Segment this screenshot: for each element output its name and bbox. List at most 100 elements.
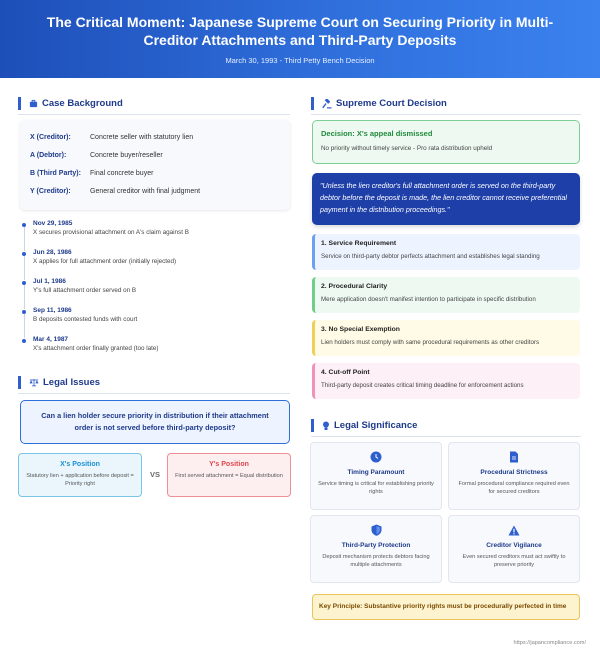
significance-card-title: Creditor Vigilance xyxy=(486,542,542,549)
decision-point: 2. Procedural Clarity Mere application d… xyxy=(312,277,580,313)
case-background-heading: Case Background xyxy=(18,97,123,110)
versus-label: VS xyxy=(149,470,160,479)
decision-heading: Supreme Court Decision xyxy=(311,97,447,110)
shield-icon xyxy=(371,524,381,536)
decision-point-text: Lien holders must comply with same proce… xyxy=(321,339,540,346)
timeline-line xyxy=(23,285,25,309)
timeline-dot xyxy=(22,223,26,227)
lightbulb-icon xyxy=(323,421,329,430)
court-quote: "Unless the lien creditor's full attachm… xyxy=(312,173,580,225)
section-accent-bar xyxy=(311,97,314,110)
scale-icon xyxy=(29,379,39,387)
decision-point-title: 4. Cut-off Point xyxy=(321,369,370,376)
significance-card-title: Timing Paramount xyxy=(347,469,405,476)
party-key: Y (Creditor): xyxy=(30,187,71,195)
significance-card: Third-Party Protection Deposit mechanism… xyxy=(310,515,442,583)
significance-title: Legal Significance xyxy=(334,420,418,431)
timeline-text: B deposits contested funds with court xyxy=(33,316,138,323)
decision-point: 3. No Special Exemption Lien holders mus… xyxy=(312,320,580,356)
timeline-dot xyxy=(22,310,26,314)
section-divider xyxy=(311,436,581,437)
timeline-line xyxy=(23,256,25,280)
significance-card-text: Service timing is critical for establish… xyxy=(318,481,434,495)
verdict-text: No priority without timely service - Pro… xyxy=(321,145,493,152)
legal-question: Can a lien holder secure priority in dis… xyxy=(20,400,290,444)
timeline-dot xyxy=(22,281,26,285)
verdict-card: Decision: X's appeal dismissed No priori… xyxy=(312,120,580,164)
decision-point-title: 3. No Special Exemption xyxy=(321,326,400,333)
party-key: B (Third Party): xyxy=(30,169,81,177)
decision-point-title: 2. Procedural Clarity xyxy=(321,283,388,290)
decision-point-title: 1. Service Requirement xyxy=(321,240,397,247)
timeline: Nov 29, 1985 X secures provisional attac… xyxy=(22,220,292,365)
party-value: Concrete seller with statutory lien xyxy=(90,133,194,141)
party-row: A (Debtor): Concrete buyer/reseller xyxy=(30,146,280,164)
legal-issues-title: Legal Issues xyxy=(43,377,101,388)
significance-card-text: Formal procedural compliance required ev… xyxy=(458,481,570,495)
y-position-card: Y's Position First served attachment = E… xyxy=(167,453,291,497)
timeline-date: Jul 1, 1986 xyxy=(33,278,66,285)
timeline-dot xyxy=(22,252,26,256)
party-row: B (Third Party): Final concrete buyer xyxy=(30,164,280,182)
section-accent-bar xyxy=(18,97,21,110)
timeline-text: X's attachment order finally granted (to… xyxy=(33,345,159,352)
page-title: The Critical Moment: Japanese Supreme Co… xyxy=(46,14,554,48)
party-row: Y (Creditor): General creditor with fina… xyxy=(30,182,280,200)
key-principle: Key Principle: Substantive priority righ… xyxy=(312,594,580,620)
significance-card: Procedural Strictness Formal procedural … xyxy=(448,442,580,510)
timeline-date: Jun 28, 1986 xyxy=(33,249,72,256)
y-position-text: First served attachment = Equal distribu… xyxy=(175,473,283,479)
timeline-item: Jun 28, 1986 X applies for full attachme… xyxy=(22,249,292,280)
section-accent-bar xyxy=(311,419,314,432)
timeline-text: X applies for full attachment order (ini… xyxy=(33,258,177,265)
section-divider xyxy=(311,114,581,115)
parties-card: X (Creditor): Concrete seller with statu… xyxy=(20,120,290,210)
decision-point-text: Mere application doesn't manifest intent… xyxy=(321,296,536,303)
y-position-title: Y's Position xyxy=(209,461,249,468)
significance-card-text: Even secured creditors must act swiftly … xyxy=(462,554,566,568)
significance-card-title: Third-Party Protection xyxy=(341,542,411,549)
timeline-dot xyxy=(22,339,26,343)
timeline-date: Nov 29, 1985 xyxy=(33,220,73,227)
warning-icon xyxy=(508,525,520,535)
decision-point: 1. Service Requirement Service on third-… xyxy=(312,234,580,270)
significance-heading: Legal Significance xyxy=(311,419,417,432)
verdict-title: Decision: X's appeal dismissed xyxy=(321,129,433,138)
decision-point-text: Service on third-party debtor perfects a… xyxy=(321,253,540,260)
party-row: X (Creditor): Concrete seller with statu… xyxy=(30,128,280,146)
case-background-title: Case Background xyxy=(42,98,123,109)
significance-card: Timing Paramount Service timing is criti… xyxy=(310,442,442,510)
clock-icon xyxy=(370,451,382,463)
timeline-item: Mar 4, 1987 X's attachment order finally… xyxy=(22,336,292,365)
x-position-text: Statutory lien + application before depo… xyxy=(26,473,134,487)
timeline-text: Y's full attachment order served on B xyxy=(33,287,137,294)
section-divider xyxy=(18,114,290,115)
decision-title: Supreme Court Decision xyxy=(336,98,447,109)
timeline-line xyxy=(23,314,25,338)
document-icon xyxy=(510,451,518,463)
party-value: Final concrete buyer xyxy=(90,169,154,177)
party-key: X (Creditor): xyxy=(30,133,71,141)
significance-card: Creditor Vigilance Even secured creditor… xyxy=(448,515,580,583)
page-header: The Critical Moment: Japanese Supreme Co… xyxy=(0,0,600,78)
legal-issues-heading: Legal Issues xyxy=(18,376,100,389)
party-value: Concrete buyer/reseller xyxy=(90,151,163,159)
decision-point-text: Third-party deposit creates critical tim… xyxy=(321,382,524,389)
timeline-item: Jul 1, 1986 Y's full attachment order se… xyxy=(22,278,292,309)
section-accent-bar xyxy=(18,376,21,389)
decision-point: 4. Cut-off Point Third-party deposit cre… xyxy=(312,363,580,399)
party-value: General creditor with final judgment xyxy=(90,187,201,195)
timeline-item: Nov 29, 1985 X secures provisional attac… xyxy=(22,220,292,251)
timeline-date: Sep 11, 1986 xyxy=(33,307,72,314)
timeline-text: X secures provisional attachment on A's … xyxy=(33,229,189,236)
footer-url[interactable]: https://japancompliance.com/ xyxy=(513,640,586,646)
gavel-icon xyxy=(322,98,332,108)
briefcase-icon xyxy=(29,99,38,108)
timeline-line xyxy=(23,227,25,251)
x-position-title: X's Position xyxy=(60,461,100,468)
party-key: A (Debtor): xyxy=(30,151,67,159)
timeline-date: Mar 4, 1987 xyxy=(33,336,69,343)
section-divider xyxy=(18,393,290,394)
timeline-item: Sep 11, 1986 B deposits contested funds … xyxy=(22,307,292,338)
significance-card-text: Deposit mechanism protects debtors facin… xyxy=(322,554,430,568)
